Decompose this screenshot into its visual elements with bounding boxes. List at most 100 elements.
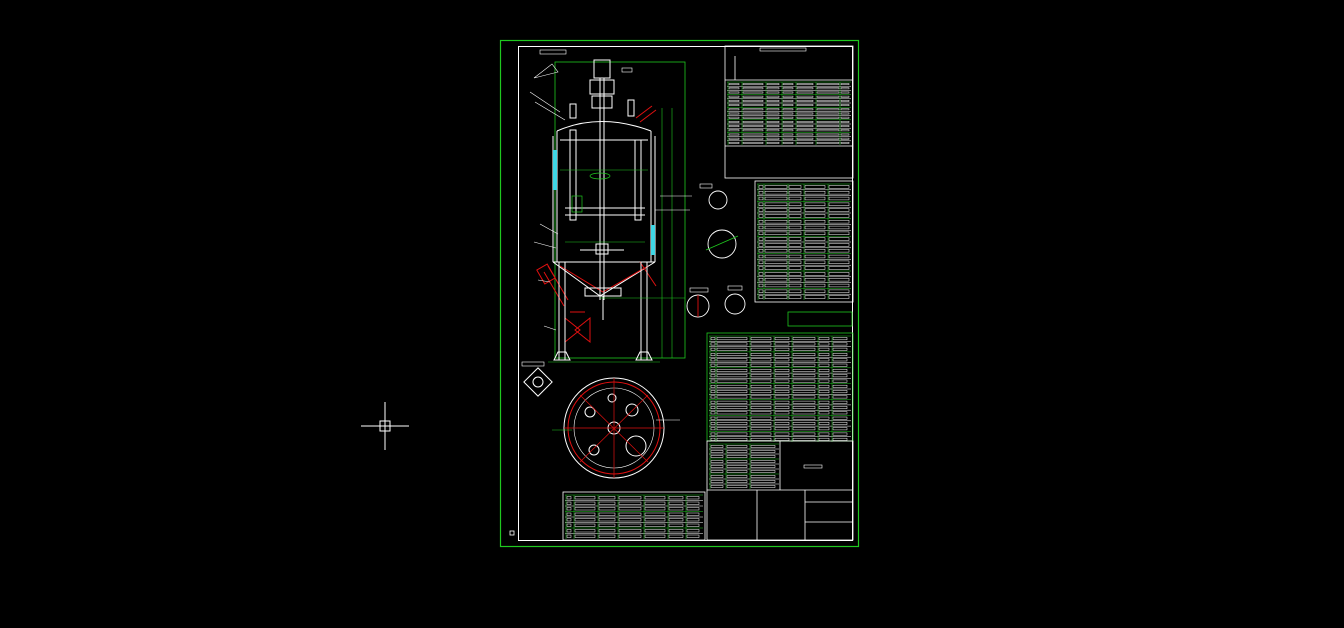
table-cell-mark (758, 278, 764, 282)
table-cell-mark (758, 214, 764, 218)
table-cell-mark (710, 400, 716, 404)
table-cell-mark (840, 108, 850, 111)
table-cell-mark (774, 337, 790, 341)
table-cell-mark (816, 95, 840, 98)
table-cell-mark (816, 87, 840, 90)
table-cell-mark (828, 260, 850, 264)
table-cell-mark (818, 384, 830, 388)
table-cell-mark (766, 108, 780, 111)
table-cell-mark (788, 191, 802, 195)
table-cell-mark (816, 133, 840, 136)
table-cell-mark (764, 283, 788, 288)
table-cell-mark (774, 395, 790, 399)
table-cell-mark (764, 225, 788, 230)
table-cell-mark (686, 507, 700, 511)
table-cell-mark (750, 422, 772, 425)
table-cell-mark (816, 116, 840, 119)
table-cell-mark (710, 460, 724, 463)
table-cell-mark (832, 374, 848, 378)
table-cell-mark (764, 196, 788, 201)
table-cell-mark (804, 214, 826, 218)
table-cell-mark (742, 91, 764, 94)
revision-table (562, 491, 706, 541)
table-cell-mark (792, 395, 816, 399)
table-cell-mark (742, 116, 764, 119)
table-cell-mark (750, 400, 772, 404)
table-cell-mark (716, 395, 748, 399)
table-cell-mark (750, 369, 772, 372)
table-cell-mark (816, 91, 840, 94)
table-cell-mark (710, 455, 724, 458)
title-block (706, 440, 854, 541)
table-cell-mark (804, 260, 826, 264)
table-cell-mark (710, 395, 716, 399)
table-cell-mark (832, 337, 848, 341)
table-cell-mark (828, 237, 850, 241)
table-cell-mark (566, 534, 572, 538)
table-cell-mark (774, 379, 790, 383)
table-cell-mark (618, 534, 642, 538)
table-cell-mark (750, 416, 772, 420)
table-cell-mark (804, 278, 826, 282)
table-cell-mark (668, 523, 684, 527)
table-cell-mark (788, 237, 802, 241)
table-cell-mark (840, 142, 850, 144)
table-cell-mark (766, 116, 780, 119)
table-cell-mark (766, 112, 780, 115)
table-cell-mark (598, 534, 616, 538)
table-cell-mark (840, 83, 850, 85)
table-cell-mark (758, 260, 764, 264)
table-cell-mark (742, 108, 764, 111)
table-cell-mark (764, 295, 788, 299)
table-cell-mark (668, 507, 684, 511)
table-cell-mark (818, 358, 830, 362)
table-cell-mark (828, 231, 850, 235)
table-cell-mark (840, 100, 850, 102)
table-cell-mark (788, 272, 802, 276)
table-cell-mark (788, 185, 802, 189)
table-cell-mark (818, 353, 830, 356)
table-cell-mark (828, 196, 850, 201)
table-cell-mark (764, 237, 788, 241)
table-cell-mark (828, 243, 850, 247)
table-cell-mark (832, 342, 848, 346)
table-cell-mark (750, 379, 772, 383)
table-cell-mark (750, 437, 772, 441)
table-cell-mark (764, 202, 788, 206)
table-cell-mark (574, 496, 596, 500)
table-cell-mark (796, 108, 814, 111)
table-cell-mark (598, 518, 616, 522)
table-cell-mark (668, 501, 684, 505)
table-cell-mark (710, 450, 724, 453)
table-cell-mark (716, 427, 748, 431)
table-cell-mark (726, 475, 748, 478)
table-cell-mark (774, 363, 790, 367)
table-cell-mark (818, 406, 830, 409)
table-cell-mark (840, 116, 850, 119)
table-cell-mark (840, 121, 850, 123)
table-cell-mark (728, 87, 740, 90)
table-cell-mark (782, 112, 794, 115)
table-cell-mark (710, 427, 716, 431)
table-cell-mark (818, 363, 830, 367)
table-cell-mark (818, 374, 830, 378)
table-cell-mark (764, 266, 788, 270)
table-cell-mark (766, 83, 780, 85)
table-cell-mark (710, 384, 716, 388)
table-cell-mark (644, 501, 666, 505)
table-cell-mark (750, 480, 776, 483)
table-cell-mark (750, 395, 772, 399)
table-cell-mark (832, 358, 848, 362)
table-cell-mark (788, 278, 802, 282)
table-cell-mark (728, 137, 740, 140)
table-cell-mark (832, 400, 848, 404)
table-cell-mark (792, 337, 816, 341)
table-cell-mark (758, 283, 764, 288)
table-cell-mark (766, 121, 780, 123)
table-cell-mark (816, 112, 840, 115)
table-cell-mark (804, 295, 826, 299)
table-cell-mark (686, 529, 700, 533)
table-cell-mark (828, 254, 850, 259)
